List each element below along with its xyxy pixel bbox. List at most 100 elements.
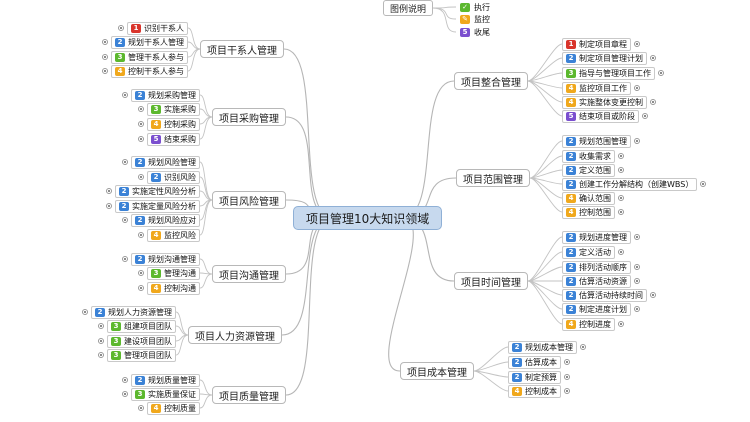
expand-toggle[interactable] xyxy=(650,55,656,61)
legend-title[interactable]: 图例说明 xyxy=(383,0,434,16)
expand-toggle[interactable] xyxy=(618,249,624,255)
expand-toggle[interactable] xyxy=(618,195,624,201)
expand-toggle[interactable] xyxy=(138,285,144,291)
topic-communication[interactable]: 项目沟通管理 xyxy=(212,265,286,283)
topic-quality[interactable]: 项目质量管理 xyxy=(212,386,286,404)
expand-toggle[interactable] xyxy=(138,232,144,238)
expand-toggle[interactable] xyxy=(634,306,640,312)
expand-toggle[interactable] xyxy=(618,167,624,173)
expand-toggle[interactable] xyxy=(138,136,144,142)
topic-time[interactable]: 项目时间管理 xyxy=(454,272,528,290)
expand-toggle[interactable] xyxy=(618,209,624,215)
expand-toggle[interactable] xyxy=(634,264,640,270)
expand-toggle[interactable] xyxy=(634,85,640,91)
topic-procurement[interactable]: 项目采购管理 xyxy=(212,108,286,126)
expand-toggle[interactable] xyxy=(122,256,128,262)
expand-toggle[interactable] xyxy=(634,234,640,240)
expand-toggle[interactable] xyxy=(580,344,586,350)
expand-toggle[interactable] xyxy=(564,359,570,365)
expand-toggle[interactable] xyxy=(102,54,108,60)
expand-toggle[interactable] xyxy=(82,309,88,315)
expand-toggle[interactable] xyxy=(106,203,112,209)
expand-toggle[interactable] xyxy=(138,106,144,112)
expand-toggle[interactable] xyxy=(98,338,104,344)
expand-toggle[interactable] xyxy=(138,121,144,127)
expand-toggle[interactable] xyxy=(658,70,664,76)
expand-toggle[interactable] xyxy=(634,138,640,144)
expand-toggle[interactable] xyxy=(118,25,124,31)
expand-toggle[interactable] xyxy=(122,377,128,383)
expand-toggle[interactable] xyxy=(138,174,144,180)
expand-toggle[interactable] xyxy=(138,405,144,411)
expand-toggle[interactable] xyxy=(642,113,648,119)
topic-hr[interactable]: 项目人力资源管理 xyxy=(188,326,282,344)
topic-risk[interactable]: 项目风险管理 xyxy=(212,191,286,209)
expand-toggle[interactable] xyxy=(122,217,128,223)
expand-toggle[interactable] xyxy=(618,321,624,327)
expand-toggle[interactable] xyxy=(98,352,104,358)
expand-toggle[interactable] xyxy=(106,188,112,194)
topic-stakeholder[interactable]: 项目干系人管理 xyxy=(200,40,284,58)
expand-toggle[interactable] xyxy=(618,153,624,159)
expand-toggle[interactable] xyxy=(138,270,144,276)
expand-toggle[interactable] xyxy=(122,391,128,397)
central-topic[interactable]: 项目管理10大知识领域 xyxy=(293,206,443,230)
expand-toggle[interactable] xyxy=(650,99,656,105)
expand-toggle[interactable] xyxy=(700,181,706,187)
expand-toggle[interactable] xyxy=(564,388,570,394)
expand-toggle[interactable] xyxy=(650,292,656,298)
topic-cost[interactable]: 项目成本管理 xyxy=(400,362,474,380)
topic-scope[interactable]: 项目范围管理 xyxy=(456,169,530,187)
expand-toggle[interactable] xyxy=(634,41,640,47)
expand-toggle[interactable] xyxy=(122,92,128,98)
expand-toggle[interactable] xyxy=(98,323,104,329)
expand-toggle[interactable] xyxy=(634,278,640,284)
expand-toggle[interactable] xyxy=(102,68,108,74)
topic-integration[interactable]: 项目整合管理 xyxy=(454,72,528,90)
expand-toggle[interactable] xyxy=(102,39,108,45)
